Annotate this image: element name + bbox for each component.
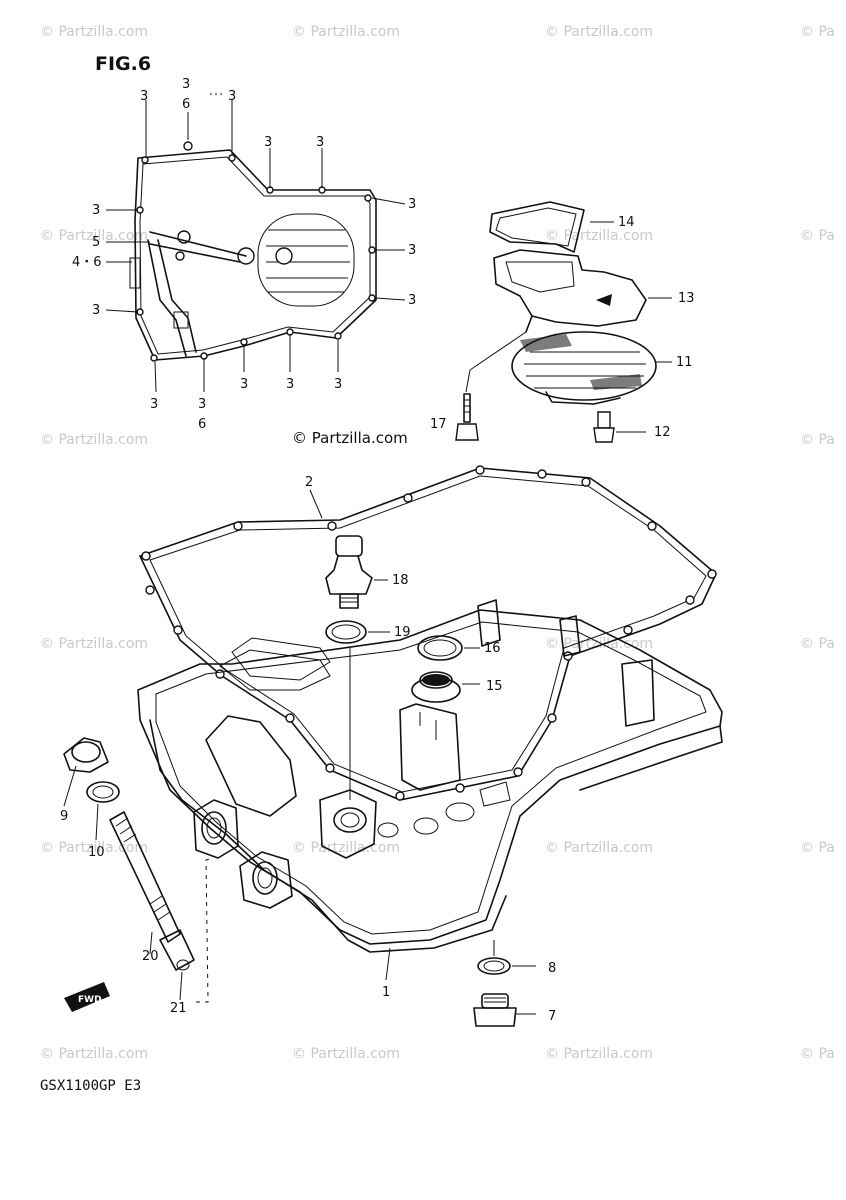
callout-20: 20 <box>142 949 159 964</box>
callout-10: 10 <box>88 845 105 860</box>
watermark: © Partzilla.com <box>40 432 148 448</box>
gasket-8 <box>477 957 511 975</box>
figure-title: FIG.6 <box>95 53 151 75</box>
oil-pan <box>137 599 723 981</box>
callout-3: 3 <box>264 135 272 150</box>
callout-3: 3 <box>240 377 248 392</box>
callout-14: 14 <box>618 215 635 230</box>
washer-19-inner <box>331 624 361 640</box>
watermark: © Pa <box>800 24 835 40</box>
callout-7: 7 <box>548 1009 556 1024</box>
callout-4-6: 4・6 <box>72 255 102 270</box>
callout-3: 3 <box>92 303 100 318</box>
watermark: © Partzilla.com <box>545 228 653 244</box>
watermark: © Partzilla.com <box>292 840 400 856</box>
watermark: © Partzilla.com <box>545 636 653 652</box>
callout-3: 3 <box>286 377 294 392</box>
callout-3: 3 <box>334 377 342 392</box>
watermark: © Partzilla.com <box>292 1046 400 1062</box>
callout-3: 3 <box>92 203 100 218</box>
o-ring-16 <box>417 635 463 661</box>
callout-3: 3 <box>408 243 416 258</box>
cover-gasket <box>105 93 406 393</box>
callout-3: 3 <box>228 89 236 104</box>
callout-13: 13 <box>678 291 695 306</box>
callout-3: 3 <box>140 89 148 104</box>
callout-1: 1 <box>382 985 390 1000</box>
watermark: © Partzilla.com <box>40 228 148 244</box>
oil-pan-gasket <box>139 465 717 801</box>
callout-labels: 3 3 6 3 3 3 3 3 5 3 4・6 3 3 3 3 3 3 3 6 … <box>60 77 695 1024</box>
callout-9: 9 <box>60 809 68 824</box>
callout-19: 19 <box>394 625 411 640</box>
watermark: © Partzilla.com <box>545 24 653 40</box>
callout-16: 16 <box>484 641 501 656</box>
callout-6: 6 <box>198 417 206 432</box>
callout-5: 5 <box>92 235 100 250</box>
watermark: © Pa <box>800 432 835 448</box>
model-code: GSX1100GP E3 <box>40 1078 141 1094</box>
callout-3: 3 <box>150 397 158 412</box>
oil-strainer-assembly <box>455 201 672 443</box>
watermark: © Pa <box>800 636 835 652</box>
callout-6: 6 <box>182 97 190 112</box>
callout-3: 3 <box>408 197 416 212</box>
callout-12: 12 <box>654 425 671 440</box>
seal-15 <box>411 671 480 703</box>
fwd-label: FWD <box>78 995 102 1005</box>
callout-3: 3 <box>408 293 416 308</box>
watermark: © Partzilla.com <box>545 840 653 856</box>
callout-3: 3 <box>316 135 324 150</box>
fwd-arrow-icon: FWD <box>64 982 110 1012</box>
watermark: © Partzilla.com <box>545 1046 653 1062</box>
watermark: © Pa <box>800 840 835 856</box>
callout-11: 11 <box>676 355 693 370</box>
callout-21: 21 <box>170 1001 187 1016</box>
watermark: © Pa <box>800 1046 835 1062</box>
drain-plug-7 <box>473 993 536 1027</box>
relief-valve-assembly <box>63 737 215 1003</box>
washer-19 <box>325 620 367 644</box>
watermark: © Partzilla.com <box>40 1046 148 1062</box>
oil-pressure-switch <box>325 535 388 609</box>
watermark: © Partzilla.com <box>40 636 148 652</box>
callout-15: 15 <box>486 679 503 694</box>
watermark-layer: © Partzilla.com © Partzilla.com © Partzi… <box>40 24 835 1062</box>
watermark: © Partzilla.com <box>40 24 148 40</box>
watermark: © Pa <box>800 228 835 244</box>
callout-17: 17 <box>430 417 447 432</box>
callout-2: 2 <box>305 475 313 490</box>
o-ring-16-inner <box>423 639 457 657</box>
gasket-8-inner <box>483 960 505 972</box>
callout-18: 18 <box>392 573 409 588</box>
watermark: © Partzilla.com <box>292 24 400 40</box>
callout-3: 3 <box>198 397 206 412</box>
callout-8: 8 <box>548 961 556 976</box>
watermark-caption: © Partzilla.com <box>292 429 408 447</box>
callout-3: 3 <box>182 77 190 92</box>
